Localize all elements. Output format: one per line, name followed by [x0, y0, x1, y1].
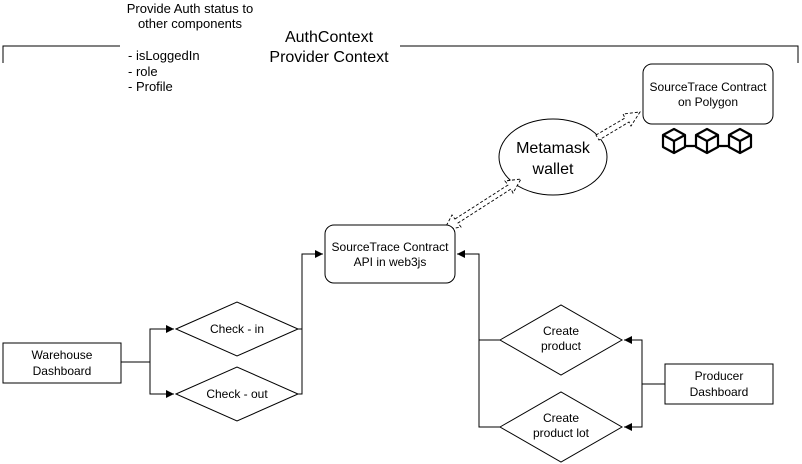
context-title-line1: AuthContext: [285, 29, 374, 46]
edge-checkout-api: [298, 329, 303, 395]
warehouse-line2: Dashboard: [33, 364, 92, 378]
blockchain-cubes-icon: [661, 127, 753, 155]
create-product-lot-line1: Create: [543, 411, 579, 425]
contract-api-line2: API in web3js: [354, 255, 427, 269]
warehouse-dashboard-box: Warehouse Dashboard: [2, 342, 122, 384]
metamask-line1: Metamask: [516, 140, 591, 157]
dashed-link-metamask-polygon: [595, 111, 641, 141]
context-bullet-isloggedin: - isLoggedIn: [128, 48, 200, 63]
producer-dashboard-box: Producer Dashboard: [664, 363, 774, 405]
edge-warehouse-checkin: [121, 325, 174, 363]
check-out-diamond: Check - out: [174, 366, 300, 422]
context-title-line2: Provider Context: [269, 49, 389, 66]
create-product-line2: product: [541, 339, 582, 353]
contract-api-box: SourceTrace Contract API in web3js: [324, 224, 456, 284]
contract-polygon-line2: on Polygon: [678, 95, 738, 109]
producer-line2: Dashboard: [690, 385, 749, 399]
producer-line1: Producer: [695, 369, 744, 383]
edge-createlot-api: [457, 250, 500, 428]
context-bullet-profile: - Profile: [128, 79, 173, 94]
check-out-label: Check - out: [206, 387, 268, 401]
warehouse-line1: Warehouse: [32, 348, 93, 362]
contract-api-line1: SourceTrace Contract: [332, 240, 450, 254]
create-product-diamond: Create product: [498, 304, 624, 376]
metamask-line2: wallet: [532, 161, 574, 178]
contract-polygon-box: SourceTrace Contract on Polygon: [642, 63, 774, 125]
create-product-lot-diamond: Create product lot: [498, 391, 624, 463]
create-product-lot-line2: product lot: [533, 426, 590, 440]
context-note-line1: Provide Auth status to: [127, 1, 253, 16]
edge-producer-createlot: [624, 384, 643, 431]
context-bracket: [2, 45, 799, 63]
metamask-wallet-node: Metamask wallet: [498, 118, 608, 196]
dashed-link-api-metamask: [443, 178, 522, 231]
context-note-line2: other components: [138, 16, 243, 31]
create-product-line1: Create: [543, 324, 579, 338]
edge-producer-createproduct: [624, 336, 665, 385]
edge-checkin-api: [298, 250, 323, 330]
edge-warehouse-checkout: [149, 362, 174, 398]
check-in-diamond: Check - in: [174, 301, 300, 357]
context-bullet-role: - role: [128, 64, 158, 79]
check-in-label: Check - in: [210, 322, 264, 336]
contract-polygon-line1: SourceTrace Contract: [650, 80, 768, 94]
